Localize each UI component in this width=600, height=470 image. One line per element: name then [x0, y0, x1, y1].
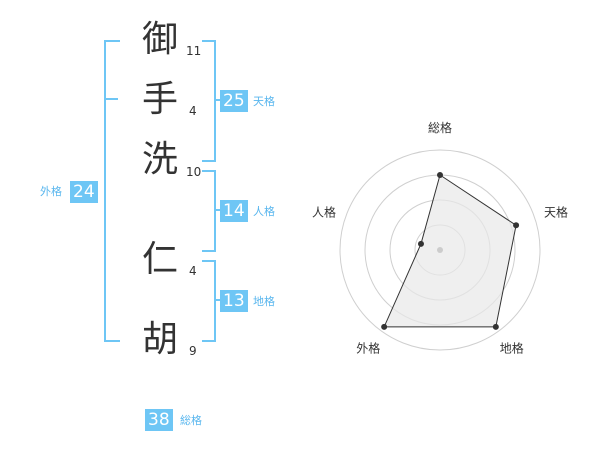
chikaku-bracket [202, 260, 216, 342]
radar-point-4 [381, 323, 388, 330]
radar-point-1 [437, 172, 443, 178]
name-char-4: 仁 [141, 239, 178, 280]
radar-axis-label-1: 総格 [428, 120, 452, 135]
soukaku-badge: 38 [145, 409, 173, 431]
gaikaku-tick [104, 98, 118, 100]
name-char-3: 洗 [141, 139, 178, 180]
jinkaku-label: 人格 [253, 205, 275, 218]
tenkaku-bracket [202, 40, 216, 162]
radar-ring-4 [339, 149, 541, 351]
radar-axis-label-2: 天格 [544, 204, 568, 219]
name-char-2: 手 [141, 79, 178, 120]
name-char-1: 御 [141, 19, 178, 60]
jinkaku-tick [214, 209, 222, 211]
stroke-count-1: 11 [186, 44, 202, 58]
jinkaku-badge: 14 [220, 200, 248, 222]
radar-axis-label-3: 地格 [500, 341, 524, 356]
tenkaku-badge: 25 [220, 90, 248, 112]
tenkaku-tick [214, 99, 222, 101]
jinkaku-bracket [202, 170, 216, 252]
stroke-count-4: 4 [189, 264, 197, 278]
radar-polygon [383, 174, 517, 328]
radar-center [437, 247, 443, 253]
radar-axis-label-5: 人格 [312, 204, 336, 219]
radar-point-3 [492, 323, 499, 330]
radar-point-5 [417, 240, 424, 247]
soukaku-label: 総格 [180, 414, 202, 427]
radar-axis-label-4: 外格 [356, 341, 380, 356]
tenkaku-label: 天格 [253, 95, 275, 108]
gaikaku-bracket [104, 40, 120, 342]
chikaku-label: 地格 [253, 295, 275, 308]
stroke-count-2: 4 [189, 104, 197, 118]
stroke-count-5: 9 [189, 344, 197, 358]
name-char-5: 胡 [141, 319, 178, 360]
gaikaku-label: 外格 [40, 185, 62, 198]
chikaku-badge: 13 [220, 290, 248, 312]
chikaku-tick [214, 299, 222, 301]
stroke-count-3: 10 [186, 165, 202, 179]
radar-point-2 [513, 222, 520, 229]
gaikaku-badge: 24 [70, 181, 98, 203]
